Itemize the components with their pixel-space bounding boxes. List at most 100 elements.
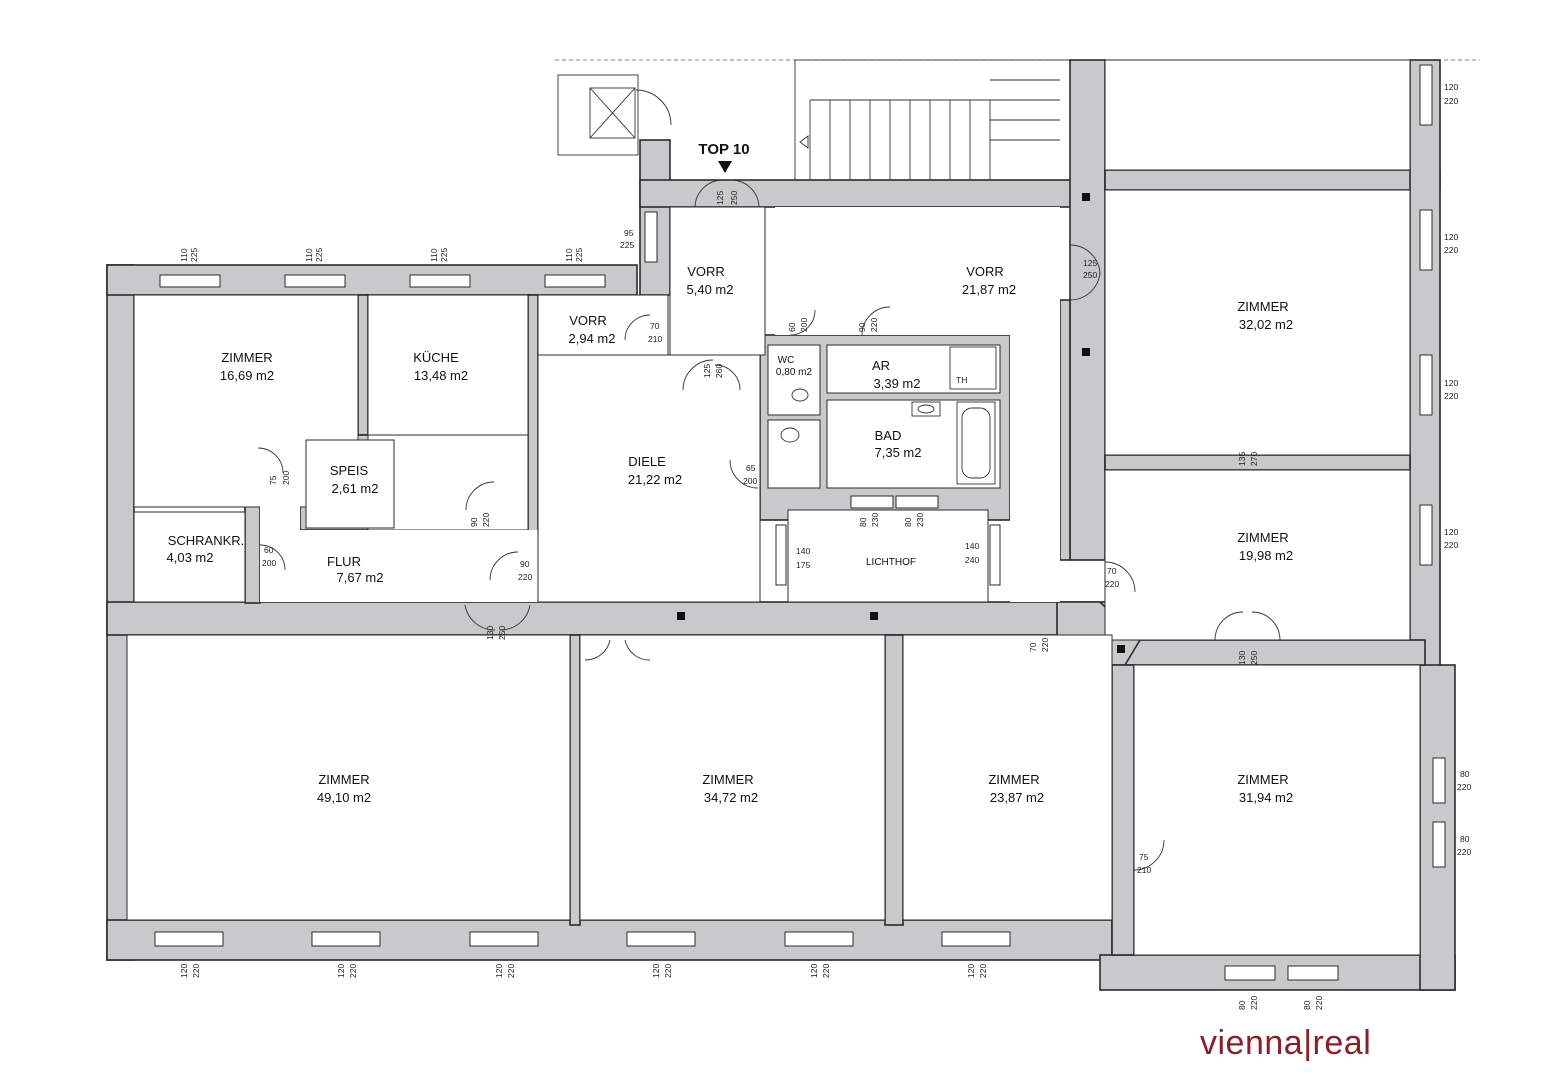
dim-label: 230 bbox=[915, 513, 925, 527]
dim-label: 120 bbox=[179, 964, 189, 978]
room-vorr-2-94-area: 2,94 m2 bbox=[569, 331, 616, 346]
dim-label: 80 bbox=[1237, 1000, 1247, 1010]
dim-label: 220 bbox=[1444, 391, 1458, 401]
dim-label: 125 bbox=[1083, 258, 1097, 268]
dim-label: 80 bbox=[903, 517, 913, 527]
doors bbox=[257, 89, 1281, 871]
dim-label: 220 bbox=[1314, 996, 1324, 1010]
room-zimmer-23-87-name: ZIMMER bbox=[988, 772, 1039, 787]
dim-label: 250 bbox=[729, 191, 739, 205]
room-zimmer-49-10-name: ZIMMER bbox=[318, 772, 369, 787]
dim-label: 95 bbox=[624, 228, 634, 238]
dim-label: 220 bbox=[1444, 540, 1458, 550]
dim-label: 80 bbox=[1460, 834, 1470, 844]
room-interiors bbox=[126, 59, 1421, 956]
dim-label: 60 bbox=[787, 322, 797, 332]
room-vorr-21-87-name: VORR bbox=[966, 264, 1004, 279]
dim-label: 60 bbox=[264, 545, 274, 555]
sink bbox=[911, 401, 941, 417]
dim-label: 200 bbox=[743, 476, 757, 486]
dim-label: 110 bbox=[564, 248, 574, 262]
room-wc-name: WC bbox=[778, 355, 795, 366]
dim-label: 110 bbox=[179, 248, 189, 262]
dim-label: 70 bbox=[1107, 566, 1117, 576]
room-zimmer-32-02-area: 32,02 m2 bbox=[1239, 317, 1293, 332]
dim-label: 220 bbox=[1444, 96, 1458, 106]
dim-label: 140 bbox=[796, 546, 810, 556]
bathtub bbox=[956, 401, 996, 485]
room-diele-area: 21,22 m2 bbox=[628, 472, 682, 487]
dim-label: 200 bbox=[799, 318, 809, 332]
dim-label: 225 bbox=[314, 248, 324, 262]
dim-label: 240 bbox=[965, 555, 979, 565]
room-schrankr-name: SCHRANKR. bbox=[168, 533, 245, 548]
dim-label: 120 bbox=[1444, 378, 1458, 388]
room-speis-name: SPEIS bbox=[330, 463, 369, 478]
dim-label: 130 bbox=[485, 626, 495, 640]
dim-label: 220 bbox=[978, 964, 988, 978]
dim-label: 65 bbox=[746, 463, 756, 473]
dim-label: 125 bbox=[702, 364, 712, 378]
dim-label: 220 bbox=[869, 318, 879, 332]
room-lichthof-name: LICHTHOF bbox=[866, 557, 916, 568]
dim-label: 125 bbox=[715, 191, 725, 205]
water-heater-label: TH bbox=[956, 375, 967, 385]
room-vorr-21-87-area: 21,87 m2 bbox=[962, 282, 1016, 297]
dim-label: 120 bbox=[809, 964, 819, 978]
room-vorr-5-40-name: VORR bbox=[687, 264, 725, 279]
dim-label: 75 bbox=[268, 475, 278, 485]
room-zimmer-49-10-area: 49,10 m2 bbox=[317, 790, 371, 805]
dim-label: 270 bbox=[1249, 452, 1259, 466]
dim-label: 250 bbox=[1249, 651, 1259, 665]
dim-label: 90 bbox=[520, 559, 530, 569]
dim-label: 220 bbox=[663, 964, 673, 978]
room-zimmer-31-94-name: ZIMMER bbox=[1237, 772, 1288, 787]
dim-label: 80 bbox=[1302, 1000, 1312, 1010]
room-diele-name: DIELE bbox=[628, 454, 666, 469]
room-zimmer-19-98-area: 19,98 m2 bbox=[1239, 548, 1293, 563]
room-zimmer-16-69-name: ZIMMER bbox=[221, 350, 272, 365]
dim-label: 225 bbox=[574, 248, 584, 262]
dim-label: 140 bbox=[965, 541, 979, 551]
dim-label: 250 bbox=[497, 626, 507, 640]
windows bbox=[154, 64, 1446, 981]
toilet-wc bbox=[791, 388, 809, 402]
dim-label: 220 bbox=[1040, 638, 1050, 652]
room-zimmer-23-87-area: 23,87 m2 bbox=[990, 790, 1044, 805]
room-schrankr-area: 4,03 m2 bbox=[167, 550, 214, 565]
dim-label: 120 bbox=[1444, 527, 1458, 537]
room-kueche-name: KÜCHE bbox=[413, 350, 459, 365]
dim-label: 90 bbox=[857, 322, 867, 332]
brand-separator: | bbox=[1303, 1024, 1313, 1062]
room-zimmer-16-69-area: 16,69 m2 bbox=[220, 368, 274, 383]
dim-label: 80 bbox=[1460, 769, 1470, 779]
room-vorr-5-40-area: 5,40 m2 bbox=[687, 282, 734, 297]
dim-label: 220 bbox=[1105, 579, 1119, 589]
dim-label: 130 bbox=[1237, 651, 1247, 665]
dim-label: 260 bbox=[714, 364, 724, 378]
room-flur-name: FLUR bbox=[327, 554, 361, 569]
dim-label: 120 bbox=[1444, 232, 1458, 242]
dim-label: 220 bbox=[348, 964, 358, 978]
dim-label: 225 bbox=[439, 248, 449, 262]
dim-label: 175 bbox=[796, 560, 810, 570]
brand-right: real bbox=[1312, 1024, 1372, 1062]
toilet-bad bbox=[780, 427, 800, 443]
dim-label: 120 bbox=[1444, 82, 1458, 92]
room-ar-area: 3,39 m2 bbox=[874, 376, 921, 391]
water-heater: TH bbox=[949, 346, 997, 390]
elevator-shaft bbox=[557, 74, 639, 156]
dim-label: 135 bbox=[1237, 452, 1247, 466]
dim-label: 220 bbox=[518, 572, 532, 582]
room-zimmer-32-02-name: ZIMMER bbox=[1237, 299, 1288, 314]
dim-label: 230 bbox=[870, 513, 880, 527]
dim-label: 225 bbox=[620, 240, 634, 250]
room-kueche-area: 13,48 m2 bbox=[414, 368, 468, 383]
dim-label: 220 bbox=[1444, 245, 1458, 255]
dim-label: 75 bbox=[1139, 852, 1149, 862]
dim-label: 225 bbox=[189, 248, 199, 262]
room-flur-area: 7,67 m2 bbox=[337, 570, 384, 585]
dim-label: 200 bbox=[262, 558, 276, 568]
brand-logo: vienna|real bbox=[1200, 1024, 1371, 1068]
